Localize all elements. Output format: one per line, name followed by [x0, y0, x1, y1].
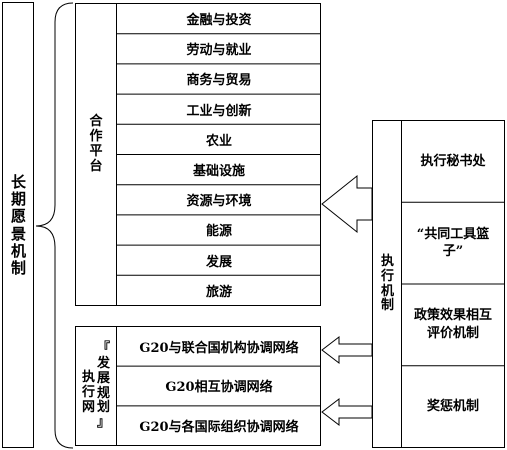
vision-label: 长期愿景机制: [10, 172, 26, 277]
network-item: G20与各国际组织协调网络: [139, 420, 299, 436]
cooperation-grid: [116, 3, 321, 306]
execution-item: “共同工具篮子”: [416, 226, 490, 260]
execution-item: 政策效果相互评价机制: [413, 308, 492, 341]
vision-brace: [35, 2, 74, 449]
arrow-to-network-2: [321, 397, 373, 427]
network-item: G20与联合国机构协调网络: [139, 340, 299, 356]
execution-item: 执行秘书处: [420, 153, 486, 169]
execution-item: 奖惩机制: [426, 398, 479, 414]
cooperation-item: 能源: [205, 224, 232, 240]
arrow-to-network: [321, 335, 373, 365]
vision-box: [2, 2, 34, 448]
cooperation-item: 资源与环境: [186, 194, 252, 210]
network-label-left: 执行网: [81, 370, 95, 415]
cooperation-item: 劳动与就业: [186, 43, 252, 59]
cooperation-item: 基础设施: [192, 164, 245, 180]
cooperation-item: 旅游: [205, 284, 232, 300]
cooperation-label: 合作平台: [89, 114, 103, 174]
execution-label: 执行机制: [380, 253, 394, 314]
network-label: 执行网 『发展规划』: [76, 327, 116, 446]
network-box: [75, 326, 321, 446]
network-label-right: 『发展规划』: [97, 340, 111, 431]
cooperation-item: 金融与投资: [186, 13, 252, 29]
cooperation-item: 工业与创新: [186, 103, 252, 119]
cooperation-item: 商务与贸易: [186, 73, 252, 89]
cooperation-item: 发展: [205, 254, 232, 270]
network-item: G20相互协调网络: [165, 380, 273, 396]
cooperation-item: 农业: [205, 133, 232, 149]
execution-grid: [401, 201, 505, 367]
arrow-to-cooperation: [321, 174, 373, 234]
network-grid: [116, 326, 321, 446]
